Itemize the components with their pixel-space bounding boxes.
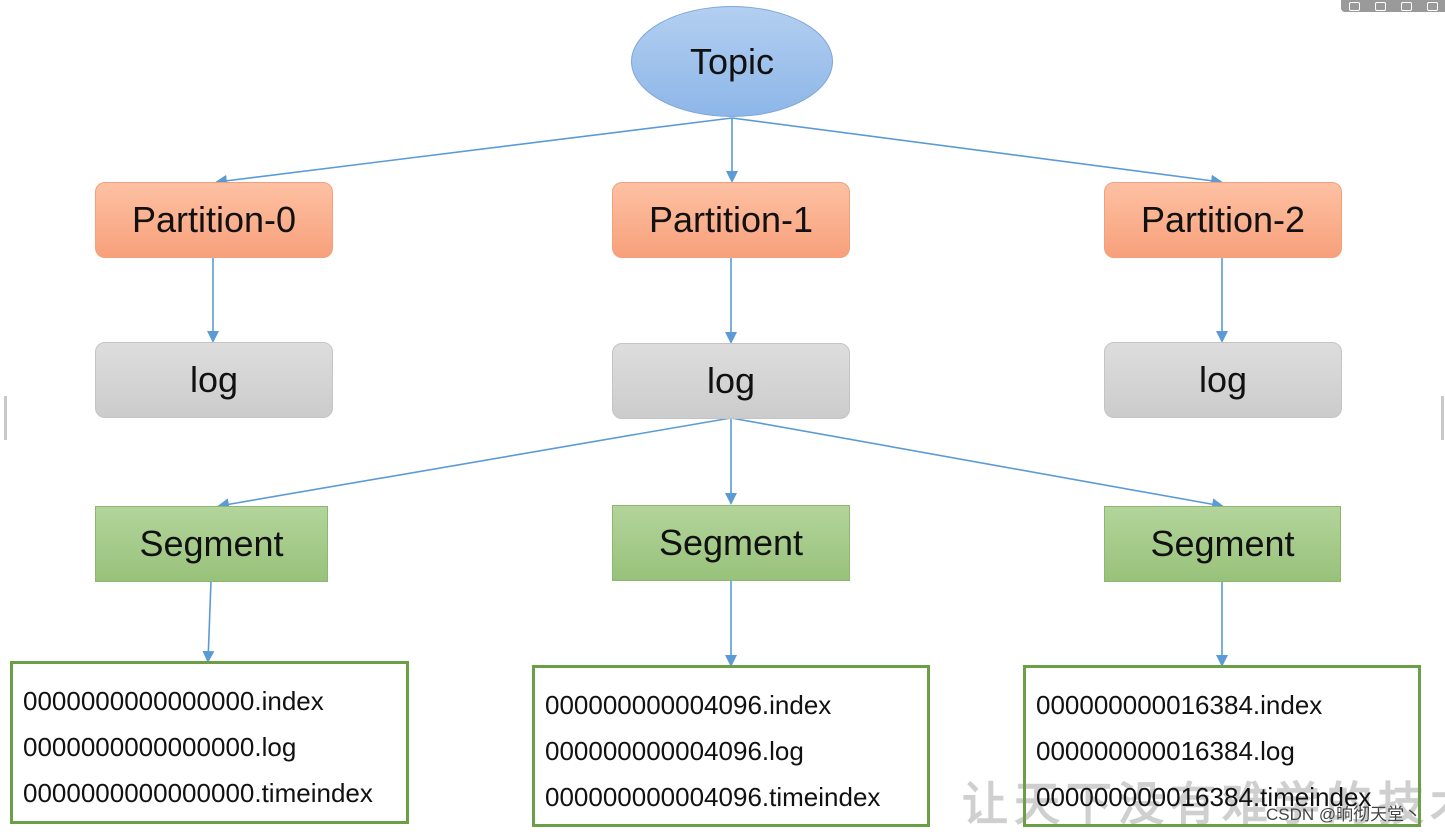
segment-0-files-box: 0000000000000000.index 0000000000000000.… — [10, 661, 409, 824]
arrow-segment-0-files — [202, 580, 215, 663]
partition-0-node: Partition-0 — [95, 182, 333, 258]
settings-icon[interactable] — [1400, 1, 1412, 11]
segment-1-index-file: 000000000004096.index — [545, 690, 832, 720]
segment-1-files-box: 000000000004096.index 000000000004096.lo… — [532, 665, 930, 827]
log-2-label: log — [1198, 359, 1248, 400]
partition-1-label: Partition-1 — [648, 199, 814, 240]
segment-1-timeindex-file: 000000000004096.timeindex — [545, 782, 881, 812]
segment-2-files-box: 000000000016384.index 000000000016384.lo… — [1023, 665, 1421, 827]
right-edge-mark — [1441, 396, 1444, 440]
partition-2-node: Partition-2 — [1104, 182, 1342, 258]
log-0-label: log — [189, 359, 239, 400]
topic-label: Topic — [689, 40, 775, 82]
segment-1-log-file: 000000000004096.log — [545, 736, 804, 766]
segment-2-index-file: 000000000016384.index — [1036, 690, 1323, 720]
log-0-node: log — [95, 342, 333, 418]
arrow-log-segment-0 — [217, 417, 732, 511]
arrow-topic-partition-0 — [215, 117, 733, 187]
segment-2-timeindex-file: 000000000016384.timeindex — [1036, 782, 1372, 812]
list-icon[interactable] — [1374, 1, 1386, 11]
segment-0-node: Segment — [95, 506, 328, 582]
topic-node: Topic — [631, 6, 833, 117]
left-edge-mark — [4, 396, 7, 440]
log-1-node: log — [612, 343, 850, 419]
arrow-topic-partition-2 — [731, 117, 1223, 187]
log-1-label: log — [706, 360, 756, 401]
segment-0-index-file: 0000000000000000.index — [23, 686, 324, 716]
partition-1-node: Partition-1 — [612, 182, 850, 258]
csdn-credit: CSDN @晌彻天堂丶 — [1266, 805, 1422, 824]
comment-icon[interactable] — [1348, 1, 1360, 11]
segment-2-node: Segment — [1104, 506, 1341, 582]
segment-0-timeindex-file: 0000000000000000.timeindex — [23, 778, 373, 808]
partition-0-label: Partition-0 — [131, 199, 297, 240]
top-toolbar — [1341, 0, 1445, 12]
segment-1-label: Segment — [658, 522, 804, 563]
watermark-text: 让天下没有难学的技术 — [962, 777, 1445, 831]
partition-2-label: Partition-2 — [1140, 199, 1306, 240]
segment-2-label: Segment — [1150, 523, 1295, 564]
segment-2-log-file: 000000000016384.log — [1036, 736, 1295, 766]
segment-1-node: Segment — [612, 505, 850, 581]
segment-0-log-file: 0000000000000000.log — [23, 732, 297, 762]
more-icon[interactable] — [1426, 1, 1438, 11]
log-2-node: log — [1104, 342, 1342, 418]
segment-0-label: Segment — [139, 523, 284, 564]
arrow-log-segment-2 — [730, 417, 1224, 511]
